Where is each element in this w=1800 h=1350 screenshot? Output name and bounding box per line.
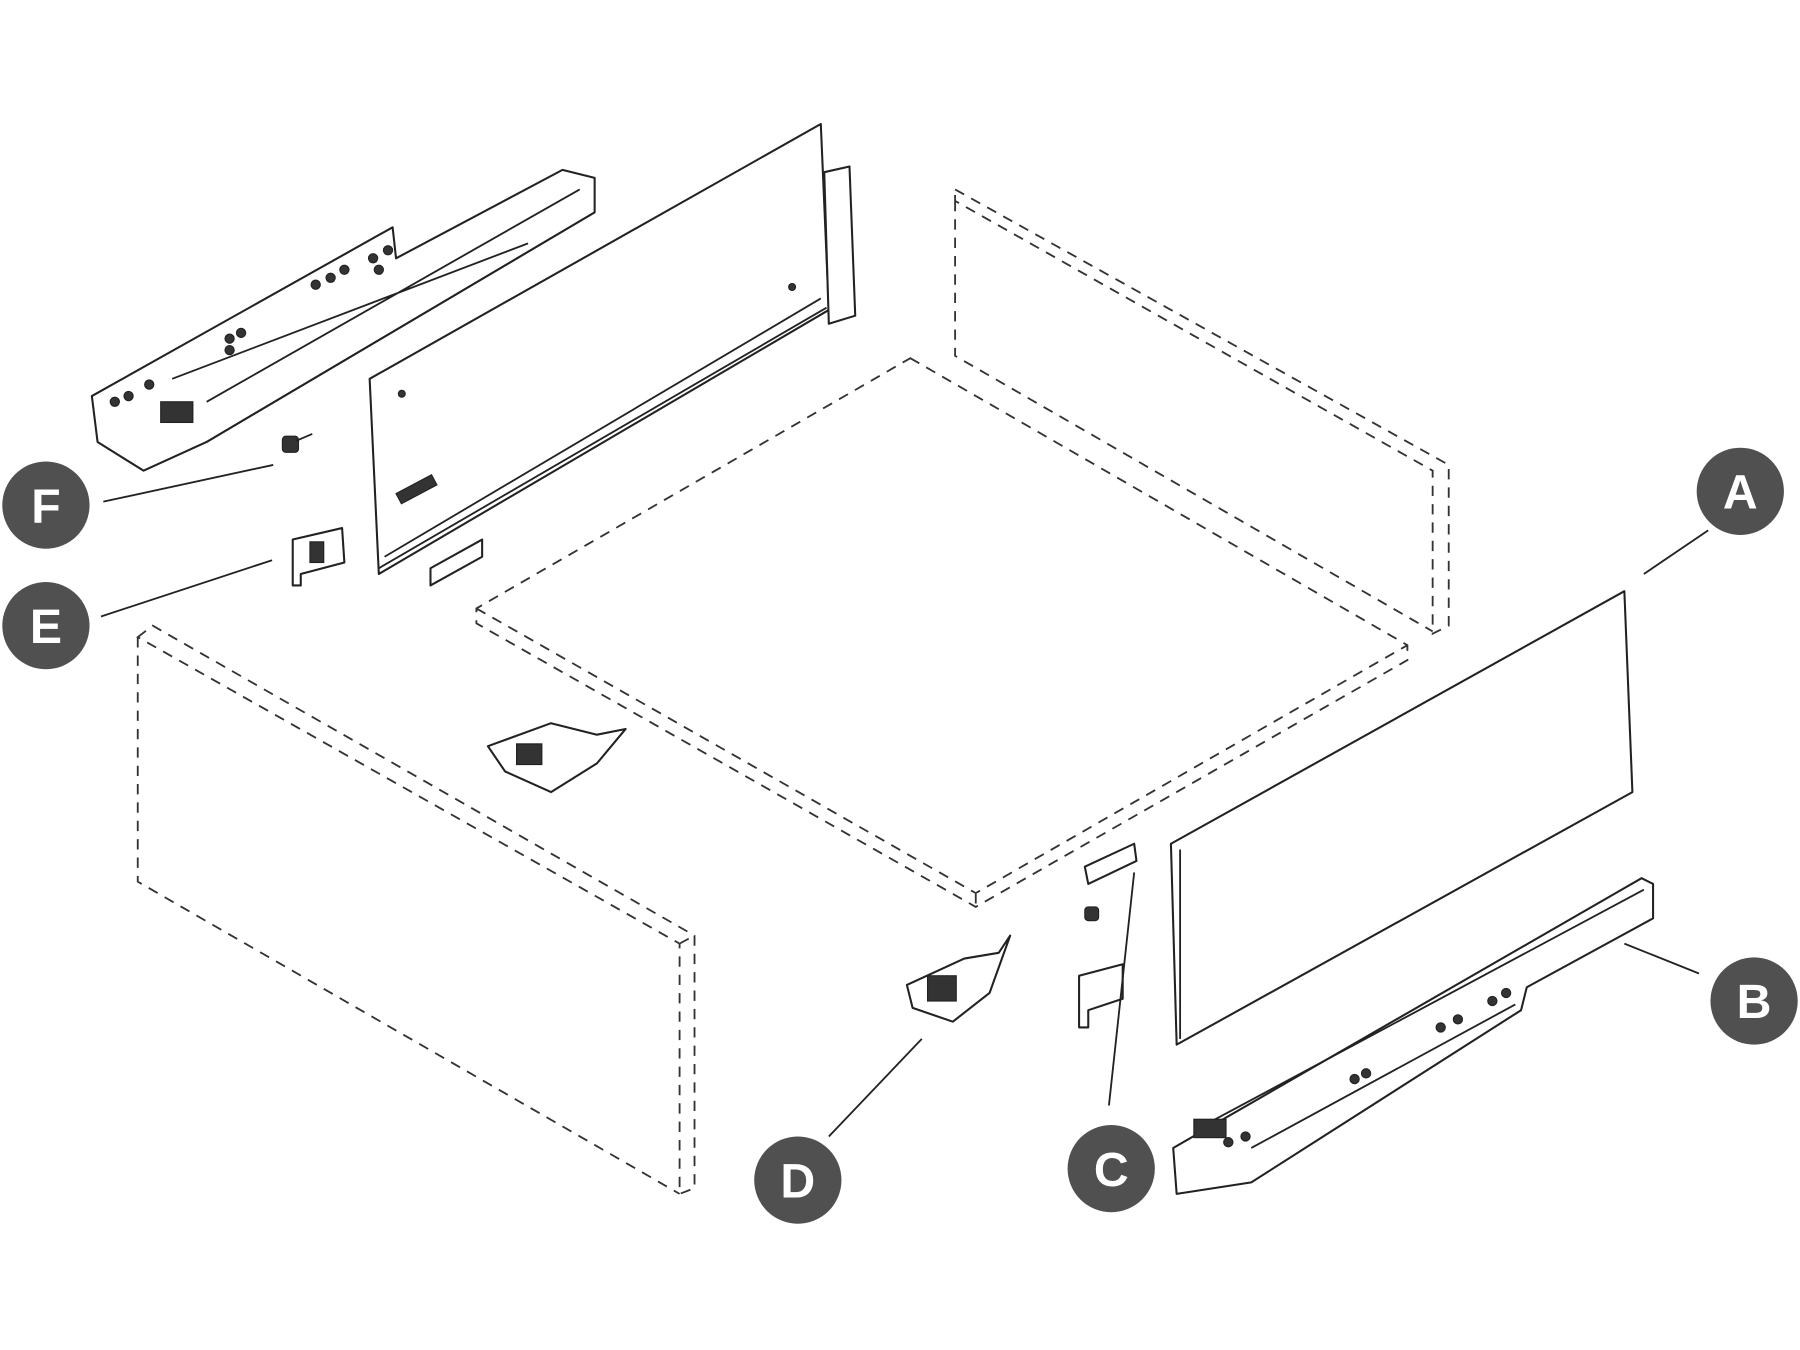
label-c: C (1094, 1143, 1129, 1197)
label-badge-b: B (1710, 957, 1798, 1045)
label-badge-a: A (1696, 447, 1784, 535)
runner-b (1172, 877, 1655, 1195)
bracket-d (905, 934, 1012, 1023)
plate-c (1078, 842, 1138, 1029)
label-d: D (780, 1154, 815, 1208)
label-e: E (30, 600, 62, 654)
back-panel-outline (954, 187, 1450, 636)
front-panel-outline (136, 624, 696, 1196)
label-badge-d: D (754, 1136, 842, 1224)
screw-f (281, 433, 313, 453)
front-panel-a (1169, 590, 1634, 1046)
left-runner (90, 168, 596, 472)
bottom-panel-outline (475, 357, 1409, 908)
label-badge-e: E (2, 582, 90, 670)
label-f: F (31, 479, 60, 533)
clip-e (291, 527, 346, 587)
label-a: A (1723, 465, 1758, 519)
leader-lines (100, 464, 1709, 1138)
label-b: B (1737, 975, 1772, 1029)
middle-bracket (486, 722, 627, 794)
label-badge-f: F (2, 461, 90, 549)
label-badge-c: C (1067, 1125, 1155, 1213)
left-side-panel (368, 122, 857, 587)
